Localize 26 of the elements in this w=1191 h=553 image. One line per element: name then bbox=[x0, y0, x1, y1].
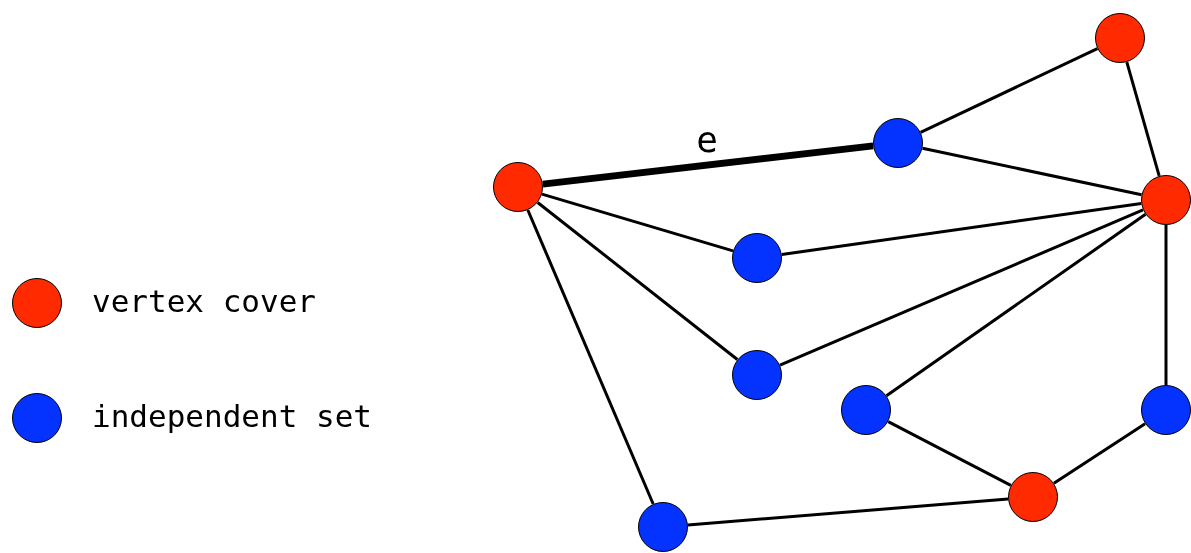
graph-vertex bbox=[493, 162, 543, 212]
graph-edge bbox=[536, 201, 739, 361]
graph-edge bbox=[687, 497, 1009, 527]
graph-vertex bbox=[732, 350, 782, 400]
graph-vertex bbox=[732, 233, 782, 283]
graph-edge bbox=[919, 47, 1099, 134]
graph-edge bbox=[1164, 225, 1168, 385]
graph-edge bbox=[781, 202, 1142, 256]
graph-edge bbox=[526, 209, 655, 505]
graph-vertex bbox=[1141, 175, 1191, 225]
graph-edge bbox=[922, 146, 1142, 197]
graph-edge bbox=[541, 192, 734, 253]
graph-vertex bbox=[1008, 472, 1058, 522]
graph-edge bbox=[1053, 422, 1146, 485]
legend-label: vertex cover bbox=[92, 286, 316, 317]
graph-vertex bbox=[1095, 13, 1145, 63]
graph-vertex bbox=[841, 385, 891, 435]
graph-vertex bbox=[873, 118, 923, 168]
graph-vertex bbox=[638, 502, 688, 552]
graph-edge bbox=[542, 142, 874, 188]
legend-label: independent set bbox=[92, 401, 372, 432]
graph-vertex bbox=[1141, 385, 1191, 435]
graph-edge bbox=[779, 208, 1144, 367]
graph-edge bbox=[1125, 61, 1161, 177]
graph-edge bbox=[887, 420, 1012, 487]
graph-edge bbox=[885, 213, 1147, 397]
